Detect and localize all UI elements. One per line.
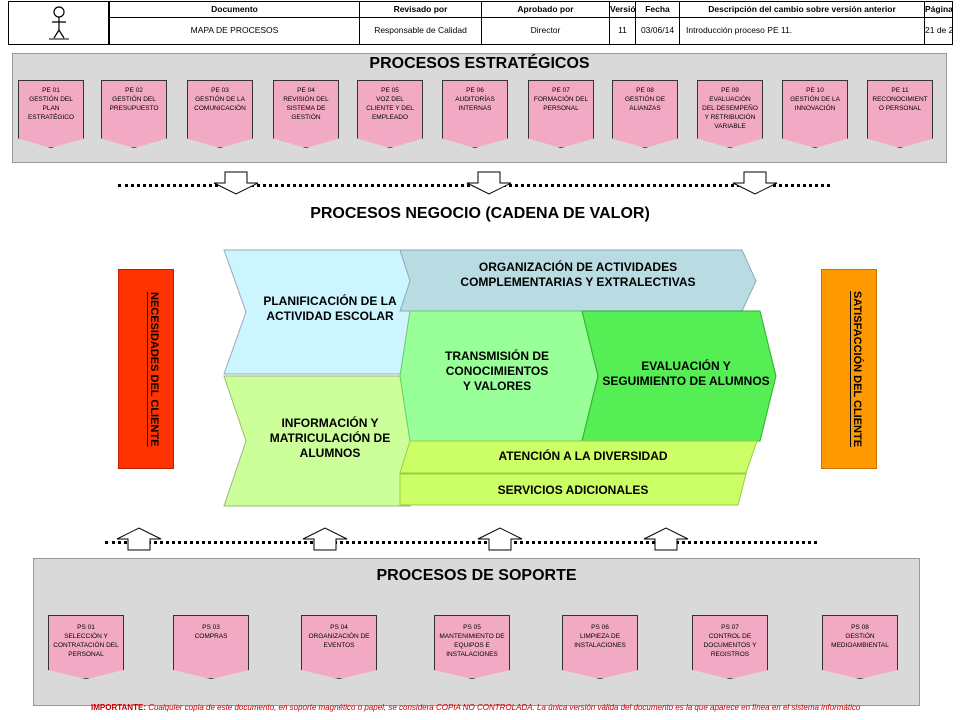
support-process-box <box>822 615 898 679</box>
needs-label: NECESIDADES DEL CLIENTE <box>148 291 160 447</box>
strategic-process-label: PE 03 GESTIÓN DE LA COMUNICACIÓN <box>194 87 246 112</box>
support-process-box <box>301 615 377 679</box>
transmision-label: TRANSMISIÓN DE CONOCIMIENTOS Y VALORES <box>444 349 549 393</box>
support-title: PROCESOS DE SOPORTE <box>376 567 577 584</box>
strategic-process-box <box>528 80 594 148</box>
support-process-label: PS 01 SELECCIÓN Y CONTRATACIÓN DEL PERSO… <box>53 624 119 658</box>
strategic-process-box <box>442 80 508 148</box>
header-col-descripcion: Descripción del cambio sobre versión ant… <box>679 2 924 18</box>
evaluacion-label: EVALUACIÓN Y SEGUIMIENTO DE ALUMNOS <box>602 359 770 388</box>
strategic-process-box <box>187 80 253 148</box>
servicios-label: SERVICIOS ADICIONALES <box>497 483 649 497</box>
strategic-process-label: PE 06 AUDITORÍAS INTERNAS <box>455 87 495 112</box>
footer-text: Cualquier copia de este documento, en so… <box>148 703 861 712</box>
up-arrow-icon <box>116 527 162 551</box>
down-arrow-icon <box>466 171 512 195</box>
support-process-box <box>434 615 510 679</box>
header-val-aprobado: Director <box>481 18 609 44</box>
header-val-version: 11 <box>609 18 635 44</box>
strategic-process-box <box>782 80 848 148</box>
header-val-pagina: 21 de 2 <box>924 18 952 44</box>
header-col-fecha: Fecha <box>635 2 679 18</box>
support-process-box <box>562 615 638 679</box>
down-arrow-icon <box>732 171 778 195</box>
strategic-process-box <box>273 80 339 148</box>
logo-figure-icon <box>49 6 69 40</box>
informacion-shape <box>223 375 411 507</box>
planificacion-label: PLANIFICACIÓN DE LA ACTIVIDAD ESCOLAR <box>263 294 397 323</box>
up-arrow-icon <box>477 527 523 551</box>
satisfaction-bar <box>821 269 877 469</box>
document-header: Documento Revisado por Aprobado por Vers… <box>8 1 953 45</box>
strategic-process-label: PE 05 VOZ DEL CLIENTE Y DEL EMPLEADO <box>366 87 414 121</box>
support-process-label: PS 04 ORGANIZACIÓN DE EVENTOS <box>308 624 370 649</box>
footer-label: IMPORTANTE: <box>91 703 146 712</box>
footer-note: IMPORTANTE: Cualquier copia de este docu… <box>91 703 860 712</box>
strategic-process-label: PE 07 FORMACIÓN DEL PERSONAL <box>533 87 589 112</box>
informacion-label: INFORMACIÓN Y MATRICULACIÓN DE ALUMNOS <box>269 416 391 460</box>
organizacion-label: ORGANIZACIÓN DE ACTIVIDADES COMPLEMENTAR… <box>460 260 696 289</box>
needs-bar <box>118 269 174 469</box>
support-process-label: PS 08 GESTIÓN MEDIOAMBIENTAL <box>831 624 889 649</box>
support-process-box <box>692 615 768 679</box>
header-col-version: Versión <box>609 2 635 18</box>
support-process-box <box>173 615 249 679</box>
header-val-revisado: Responsable de Calidad <box>359 18 481 44</box>
strategic-process-box <box>101 80 167 148</box>
header-val-documento: MAPA DE PROCESOS <box>109 18 359 44</box>
header-val-fecha: 03/06/14 <box>635 18 679 44</box>
evaluacion-shape <box>581 310 777 442</box>
strategic-process-label: PE 11 RECONOCIMIENT O PERSONAL <box>872 87 928 112</box>
strategic-process-box <box>867 80 933 148</box>
support-process-label: PS 05 MANTENIMIENTO DE EQUIPOS E INSTALA… <box>439 624 505 658</box>
strategic-title: PROCESOS ESTRATÉGICOS <box>369 55 590 72</box>
support-process-box <box>48 615 124 679</box>
strategic-process-label: PE 10 GESTIÓN DE LA INNOVACIÓN <box>790 87 840 112</box>
atencion-shape <box>399 440 758 474</box>
strategic-process-box <box>357 80 423 148</box>
strategic-process-label: PE 02 GESTIÓN DEL PRESUPUESTO <box>109 87 159 112</box>
atencion-label: ATENCIÓN A LA DIVERSIDAD <box>498 449 668 463</box>
servicios-shape <box>399 473 747 506</box>
strategic-process-label: PE 09 EVALUACIÓN DEL DESEMPEÑO Y RETRIBU… <box>702 87 758 130</box>
header-col-aprobado: Aprobado por <box>481 2 609 18</box>
strategic-process-box <box>612 80 678 148</box>
up-arrow-icon <box>643 527 689 551</box>
dotted-separator-bottom <box>105 541 817 544</box>
header-col-documento: Documento <box>109 2 359 18</box>
support-process-label: PS 03 COMPRAS <box>194 624 228 640</box>
header-val-descripcion: Introducción proceso PE 11. <box>679 18 924 44</box>
strategic-process-label: PE 04 REVISIÓN DEL SISTEMA DE GESTIÓN <box>283 87 329 121</box>
header-logo <box>9 2 109 44</box>
satisfaction-label: SATISFACCIÓN DEL CLIENTE <box>851 290 863 448</box>
strategic-process-box <box>18 80 84 148</box>
strategic-process-label: PE 01 GESTIÓN DEL PLAN ESTRATÉGICO <box>27 87 75 121</box>
header-col-revisado: Revisado por <box>359 2 481 18</box>
header-col-pagina: Página <box>924 2 952 18</box>
support-process-label: PS 07 CONTROL DE DOCUMENTOS Y REGISTROS <box>703 624 757 658</box>
business-title: PROCESOS NEGOCIO (CADENA DE VALOR) <box>310 205 650 222</box>
strategic-process-label: PE 08 GESTIÓN DE ALIANZAS <box>624 87 666 112</box>
strategic-process-box <box>697 80 763 148</box>
up-arrow-icon <box>302 527 348 551</box>
planificacion-shape <box>223 249 411 375</box>
down-arrow-icon <box>213 171 259 195</box>
support-process-label: PS 06 LIMPIEZA DE INSTALACIONES <box>574 624 626 649</box>
